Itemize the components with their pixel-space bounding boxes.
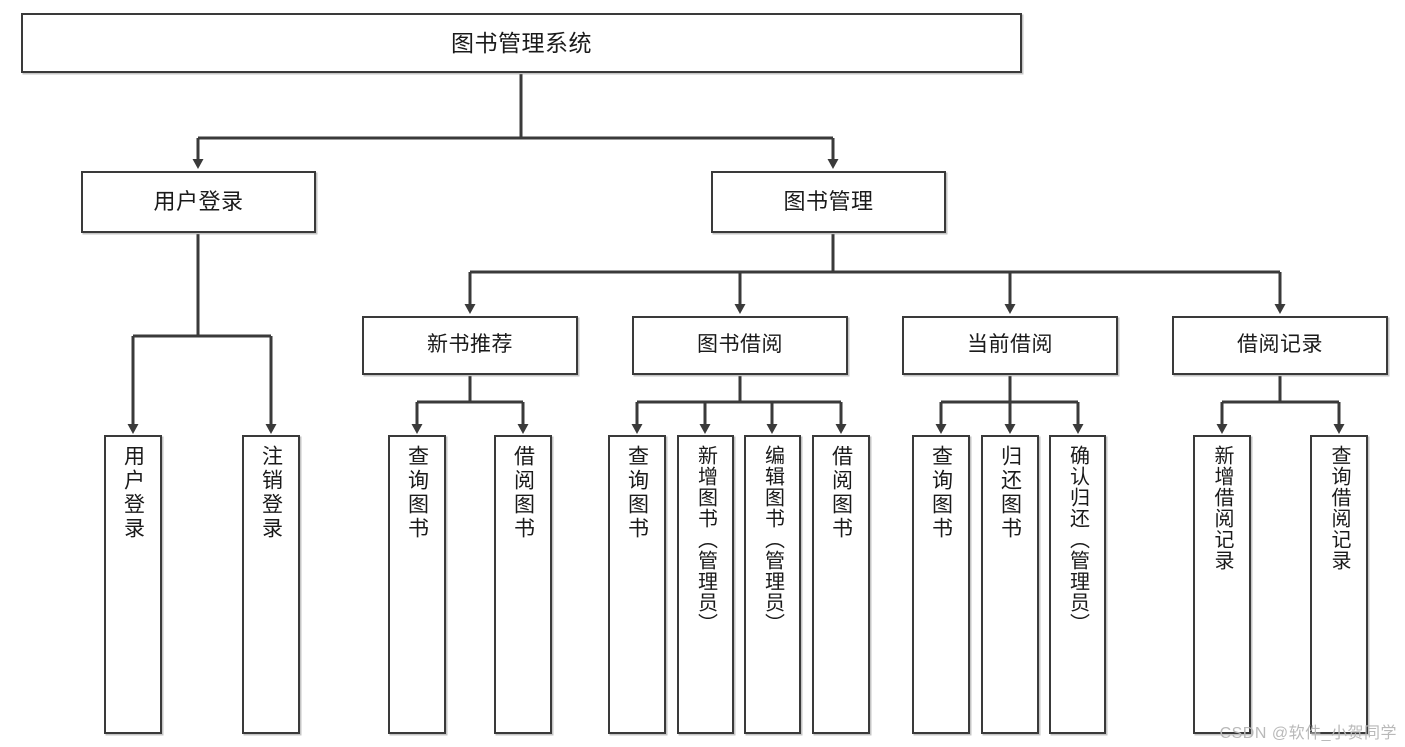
leaf-query-book-3[interactable]: 查询图书 <box>912 435 970 734</box>
node-book-borrow[interactable]: 图书借阅 <box>632 316 848 375</box>
node-new-book-rec[interactable]: 新书推荐 <box>362 316 578 375</box>
node-user-login-label: 用户登录 <box>153 189 244 215</box>
leaf-return-book[interactable]: 归还图书 <box>981 435 1039 734</box>
leaf-confirm-return-label: 确认归还（管理员） <box>1066 445 1089 634</box>
leaf-confirm-return[interactable]: 确认归还（管理员） <box>1049 435 1106 734</box>
node-borrow-record[interactable]: 借阅记录 <box>1172 316 1388 375</box>
leaf-borrow-book-1-label: 借阅图书 <box>511 445 535 541</box>
leaf-return-book-label: 归还图书 <box>998 445 1022 541</box>
leaf-query-book-1-label: 查询图书 <box>405 445 429 541</box>
watermark-text: CSDN @软件_小贺同学 <box>1219 725 1397 742</box>
leaf-user-login-label: 用户登录 <box>121 445 145 541</box>
node-user-login[interactable]: 用户登录 <box>81 171 316 233</box>
leaf-edit-book-label: 编辑图书（管理员） <box>761 445 784 634</box>
leaf-add-book[interactable]: 新增图书（管理员） <box>677 435 734 734</box>
leaf-query-book-1[interactable]: 查询图书 <box>388 435 446 734</box>
node-book-borrow-label: 图书借阅 <box>697 333 783 357</box>
leaf-borrow-book-2[interactable]: 借阅图书 <box>812 435 870 734</box>
node-root[interactable]: 图书管理系统 <box>21 13 1022 73</box>
leaf-query-record-label: 查询借阅记录 <box>1328 445 1350 571</box>
leaf-user-login[interactable]: 用户登录 <box>104 435 162 734</box>
node-root-label: 图书管理系统 <box>451 29 592 56</box>
leaf-edit-book[interactable]: 编辑图书（管理员） <box>744 435 801 734</box>
leaf-query-record[interactable]: 查询借阅记录 <box>1310 435 1368 734</box>
leaf-add-book-label: 新增图书（管理员） <box>694 445 717 634</box>
leaf-query-book-3-label: 查询图书 <box>929 445 953 541</box>
leaf-borrow-book-1[interactable]: 借阅图书 <box>494 435 552 734</box>
node-borrow-record-label: 借阅记录 <box>1237 333 1323 357</box>
leaf-borrow-book-2-label: 借阅图书 <box>829 445 853 541</box>
node-new-book-rec-label: 新书推荐 <box>427 333 513 357</box>
node-current-borrow-label: 当前借阅 <box>967 333 1053 357</box>
leaf-add-record-label: 新增借阅记录 <box>1211 445 1233 571</box>
leaf-query-book-2[interactable]: 查询图书 <box>608 435 666 734</box>
leaf-query-book-2-label: 查询图书 <box>625 445 649 541</box>
leaf-logout[interactable]: 注销登录 <box>242 435 300 734</box>
node-book-manage[interactable]: 图书管理 <box>711 171 946 233</box>
leaf-add-record[interactable]: 新增借阅记录 <box>1193 435 1251 734</box>
node-book-manage-label: 图书管理 <box>783 189 874 215</box>
node-current-borrow[interactable]: 当前借阅 <box>902 316 1118 375</box>
leaf-logout-label: 注销登录 <box>259 445 283 541</box>
